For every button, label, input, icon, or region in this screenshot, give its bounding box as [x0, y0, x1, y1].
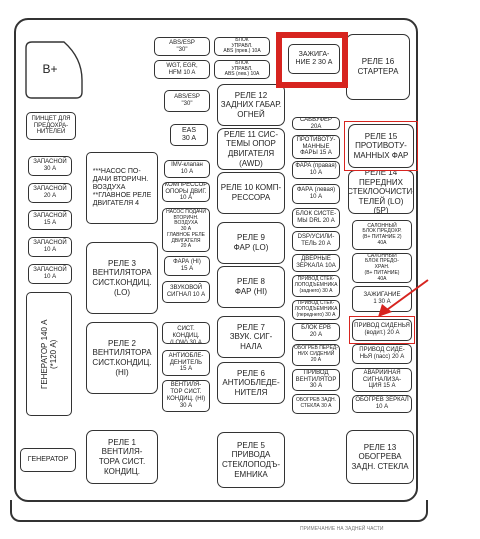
- relay-12-rear-lights: РЕЛЕ 12 ЗАДНИХ ГАБАР. ОГНЕЙ: [217, 84, 285, 126]
- relay-16-starter: РЕЛЕ 16 СТАРТЕРА: [346, 34, 410, 100]
- fuse-fara-hi: ФАРА (HI) 15 A: [164, 256, 210, 276]
- fuse-obogrev-zerkal: ОБОГРЕВ ЗЕРКАЛ 10 А: [352, 395, 412, 413]
- fuse-eas: EAS 30 A: [170, 124, 208, 146]
- fuse-blok-erv: БЛОК ЕРВ 20 А: [292, 323, 340, 341]
- fuse-zap-10b: ЗАПАСНОЙ 10 А: [28, 264, 72, 284]
- fuse-zap-15: ЗАПАСНОЙ 15 А: [28, 210, 72, 230]
- relay-14-wipers-lo: РЕЛЕ 14 ПЕРЕДНИХ СТЕКЛООЧИСТИ- ТЕЛЕЙ (LO…: [348, 170, 414, 214]
- fuse-fara-prav: ФАРА (правая) 10 A: [292, 161, 340, 179]
- fuse-kompressor: КОМПРЕССОР ОПОРЫ ДВИГ. 10 А: [162, 182, 210, 202]
- fuse-pincet: ПИНЦЕТ ДЛЯ ПРЕДОХРА- НИТЕЛЕЙ: [26, 112, 76, 140]
- fuse-privod-ventilyator: ПРИВОД ВЕНТИЛЯТОР 30 А: [292, 369, 340, 391]
- fuse-nasos-podachi: НАСОС ПОДАЧИ ВТОРИЧН. ВОЗДУХА 30 А ГЛАВН…: [162, 208, 210, 252]
- fuse-zap-30: ЗАПАСНОЙ 30 А: [28, 156, 72, 176]
- fuse-dvernye-zerkala: ДВЕРНЫЕ ЗЕРКАЛА 10A: [292, 254, 340, 272]
- fuse-zazhiganie-2: ЗАЖИГА- НИЕ 2 30 А: [288, 44, 340, 74]
- fuse-abs-blok2: БЛОК УПРАВЛ. ABS (лев.) 10A: [214, 60, 270, 79]
- fuse-vent-low: ВЕНТИЛЯТОРА СИСТ. КОНДИЦ. (LOW) 30 А: [162, 322, 210, 344]
- fuse-zvukovoy-signal: ЗВУКОВОЙ СИГНАЛ 10 А: [162, 281, 210, 303]
- fuse-dsp: DSP/УСИЛИ- ТЕЛЬ 20 А: [292, 231, 340, 251]
- fuse-privod-sid-vodit: ПРИВОД СИДЕНЬЯ (водит.) 20 А: [352, 319, 412, 341]
- red-arrow-icon: [378, 279, 429, 317]
- fuse-antiobled: АНТИОБЛЕ- ДЕНИТЕЛЬ 15 А: [162, 350, 210, 376]
- fuse-protivotumannye: ПРОТИВОТУ- МАННЫЕ ФАРЫ 15 А: [292, 135, 340, 159]
- fuse-zap-10: ЗАПАСНОЙ 10 А: [28, 237, 72, 257]
- fuse-box-base: [10, 500, 428, 522]
- relay-3-ac-fan-lo: РЕЛЕ 3 ВЕНТИЛЯТОРА СИСТ.КОНДИЦ. (LO): [86, 242, 158, 314]
- relay-2-ac-fan-hi: РЕЛЕ 2 ВЕНТИЛЯТОРА СИСТ.КОНДИЦ. (HI): [86, 322, 158, 394]
- fuse-obogrev-zadn: ОБОГРЕВ ЗАДН. СТЕКЛА 30 А: [292, 394, 340, 414]
- fuse-blok-abs: БЛОК УПРАВЛ. ABS (прев.) 10A: [214, 37, 270, 56]
- relay-5-window-lifter: РЕЛЕ 5 ПРИВОДА СТЕКЛОПОДЪ- ЕМНИКА: [217, 432, 285, 488]
- fuse-sabvufer: САБВУФЕР 20А: [292, 117, 340, 130]
- fuse-zap-20: ЗАПАСНОЙ 20 А: [28, 183, 72, 203]
- fuse-abs-esp-30b: ABS/ESP "30": [164, 90, 210, 112]
- bplus-label: B+: [42, 62, 58, 76]
- fuse-fara-lev: ФАРА (левая) 10 A: [292, 184, 340, 204]
- fuse-privod-sid-pass: ПРИВОД СИДЕ- НЬЯ (пасс) 20 А: [352, 344, 412, 364]
- highlight-privod-sideniya: [349, 316, 415, 344]
- fuse-salon-2: САЛОННЫЙ БЛОК ПРЕДО- ХРАН. (В+ ПИТАНИЕ) …: [352, 253, 412, 283]
- fuse-blok-drl: БЛОК СИСТЕ- МЫ DRL 20 A: [292, 208, 340, 228]
- fuse-imv: IMV-клапан 10 A: [164, 160, 210, 178]
- relay-10-compressor: РЕЛЕ 10 КОМП- РЕССОРА: [217, 172, 285, 214]
- fuse-abs-esp-30: ABS/ESP "30": [154, 37, 210, 56]
- fuse-obogrev-per-sid: ОБОГРЕВ ПЕРЕД- НИХ СИДЕНИЙ 20 А: [292, 344, 340, 366]
- fuse-generator: ГЕНЕРАТОР: [20, 448, 76, 472]
- relay-6-defroster: РЕЛЕ 6 АНТИОБЛЕДЕ- НИТЕЛЯ: [217, 362, 285, 404]
- fuse-generator-140: ГЕНЕРАТОР 140 А (*120 А): [26, 292, 72, 416]
- fuse-privod-per: ПРИВОД СТЕК- ЛОПОДЪЕМНИКА (переднего) 30…: [292, 300, 340, 320]
- fuse-nasos-glavnoe: ***НАСОС ПО- ДАЧИ ВТОРИЧН. ВОЗДУХА **ГЛА…: [86, 152, 158, 224]
- relay-7-horn: РЕЛЕ 7 ЗВУК. СИГ- НАЛА: [217, 316, 285, 358]
- fuse-salon-1: САЛОННЫЙ БЛОК ПРЕДОХР. (В+ ПИТАНИЕ 2) 40…: [352, 220, 412, 250]
- relay-15-fog-lamps: РЕЛЕ 15 ПРОТИВОТУ- МАННЫХ ФАР: [348, 124, 414, 168]
- bottom-note: ПРИМЕЧАНИЕ НА ЗАДНЕЙ ЧАСТИ: [300, 526, 384, 532]
- fuse-box-outline: [14, 18, 418, 502]
- highlight-rele-15: [344, 121, 418, 171]
- fuse-avariynaya: АВАРИЙНАЯ СИГНАЛИЗА- ЦИЯ 15 А: [352, 368, 412, 392]
- relay-1-ac-fan: РЕЛЕ 1 ВЕНТИЛЯ- ТОРА СИСТ. КОНДИЦ.: [86, 430, 158, 484]
- relay-9-headlights-lo: РЕЛЕ 9 ФАР (LO): [217, 222, 285, 264]
- fuse-privod-zadn: ПРИВОД СТЕК- ЛОПОДЪЕМНИКА (заднего) 30 А: [292, 275, 340, 297]
- bplus-terminal-shape: [25, 41, 83, 99]
- relay-8-headlights-hi: РЕЛЕ 8 ФАР (HI): [217, 266, 285, 308]
- fuse-wgt-egr: WGT, EGR, HFM 10 A: [154, 60, 210, 79]
- relay-11-engine-mount: РЕЛЕ 11 СИС- ТЕМЫ ОПОР ДВИГАТЕЛЯ (AWD): [217, 128, 285, 170]
- relay-13-rear-defrost: РЕЛЕ 13 ОБОГРЕВА ЗАДН. СТЕКЛА: [346, 430, 414, 484]
- fuse-vent-hi: ВЕНТИЛЯ- ТОР СИСТ. КОНДИЦ. (HI) 30 А: [162, 380, 210, 412]
- highlight-zazhiganie-2: [276, 32, 348, 88]
